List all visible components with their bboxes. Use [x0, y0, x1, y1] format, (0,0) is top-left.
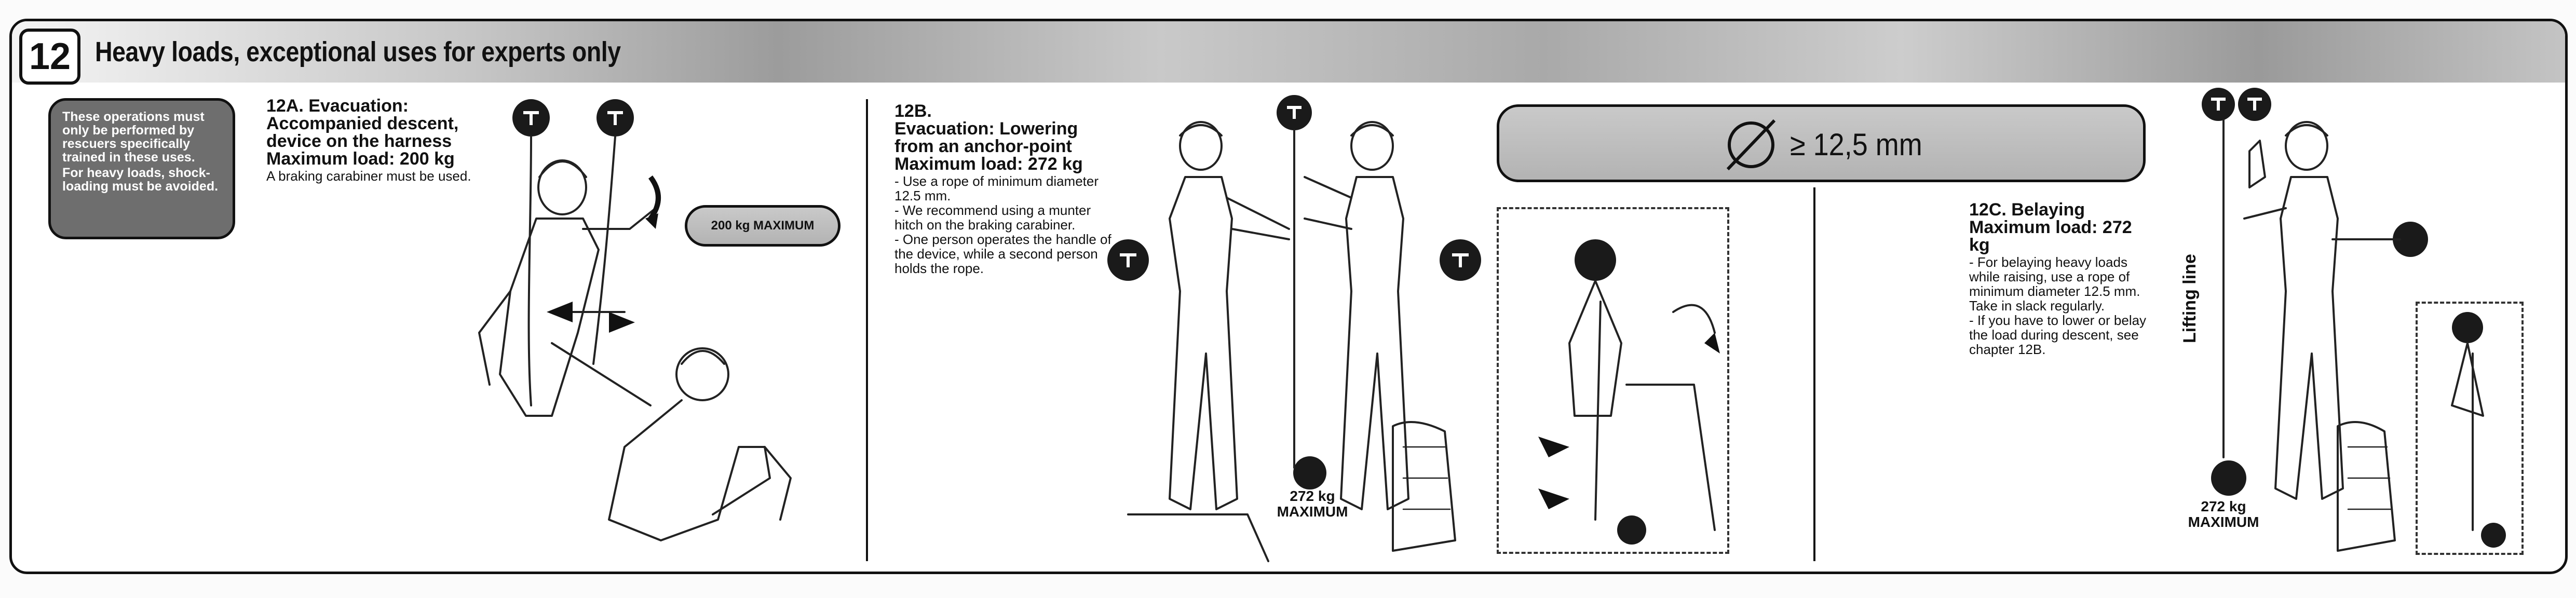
page-frame: 12 Heavy loads, exceptional uses for exp… — [9, 19, 2568, 574]
page-title: Heavy loads, exceptional uses for expert… — [95, 36, 621, 67]
section-a-max-load: Maximum load: 200 kg — [266, 149, 455, 169]
load-caption-c-max: MAXIMUM — [2188, 514, 2259, 530]
section-b-title: 12B. — [894, 101, 932, 121]
divider-bc — [1813, 187, 1815, 561]
section-a-text: 12A. Evacuation: Accompanied descent, de… — [266, 97, 516, 183]
load-caption-c-weight: 272 kg — [2201, 498, 2246, 514]
section-c-text: 12C. Belaying Maximum load: 272 kg - For… — [1969, 201, 2156, 357]
load-caption-c: 272 kg MAXIMUM — [2166, 499, 2281, 530]
section-b-subtitle: Evacuation: Lowering from an anchor-poin… — [894, 119, 1078, 156]
list-item: - If you have to lower or belay the load… — [1969, 312, 2147, 357]
section-b-max-load: Maximum load: 272 kg — [894, 154, 1083, 174]
section-b-list: - Use a rope of minimum diameter 12.5 mm… — [894, 174, 1118, 276]
load-caption-b-weight: 272 kg — [1290, 488, 1335, 504]
illustration-accompanied-descent — [478, 99, 792, 541]
section-c-list: - For belaying heavy loads while raising… — [1969, 255, 2156, 357]
list-item: - Use a rope of minimum diameter 12.5 mm… — [894, 173, 1099, 203]
warning-text-2: For heavy loads, shock-loading must be a… — [62, 166, 219, 194]
illustration-belaying — [2202, 88, 2506, 552]
warning-box: These operations must only be performed … — [48, 98, 235, 239]
divider-ab — [866, 99, 868, 561]
warning-text-1: These operations must only be performed … — [62, 110, 205, 165]
illustrations — [478, 88, 2506, 562]
section-c-title: 12C. Belaying — [1969, 200, 2085, 220]
list-item: - For belaying heavy loads while raising… — [1969, 254, 2140, 314]
header-band — [12, 21, 2565, 83]
load-caption-b: 272 kg MAXIMUM — [1258, 488, 1367, 520]
load-caption-b-max: MAXIMUM — [1277, 504, 1348, 520]
section-a-note: A braking carabiner must be used. — [266, 168, 471, 184]
section-number: 12 — [19, 29, 80, 85]
rope-diameter-badge: ≥ 12,5 mm — [1497, 104, 2146, 182]
section-b-text: 12B. Evacuation: Lowering from an anchor… — [894, 102, 1118, 276]
detail-box-b — [1497, 207, 1729, 554]
detail-box-c — [2416, 302, 2524, 555]
rope-diameter-label: ≥ 12,5 mm — [1790, 127, 1922, 162]
section-a-title: 12A. Evacuation: — [266, 96, 409, 116]
section-a-subtitle: Accompanied descent, device on the harne… — [266, 114, 459, 151]
diameter-icon — [1726, 119, 1776, 171]
section-c-subtitle: Maximum load: 272 kg — [1969, 218, 2132, 255]
max-load-badge-200: 200 kg MAXIMUM — [685, 205, 840, 247]
list-item: - One person operates the handle of the … — [894, 232, 1111, 276]
list-item: - We recommend using a munter hitch on t… — [894, 202, 1091, 233]
illustration-lowering-anchor — [1107, 95, 1720, 562]
